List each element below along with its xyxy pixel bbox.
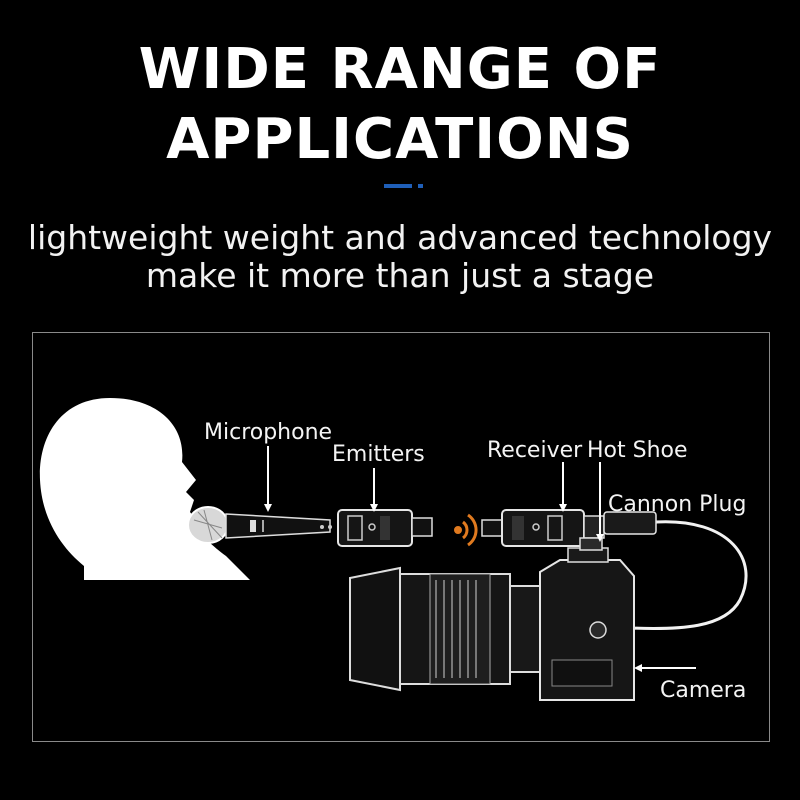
label-cannon-plug: Cannon Plug xyxy=(608,492,747,517)
emitter-icon xyxy=(320,509,433,547)
microphone-icon xyxy=(187,506,331,544)
camera-icon xyxy=(349,537,635,701)
label-camera: Camera xyxy=(660,678,747,703)
accent-dot xyxy=(418,184,423,188)
receiver-icon xyxy=(481,509,605,547)
label-emitters: Emitters xyxy=(332,442,425,467)
headline-line-1: WIDE RANGE OF xyxy=(138,37,662,102)
subheadline-line-1: lightweight weight and advanced technolo… xyxy=(27,218,773,257)
subheadline-line-2: make it more than just a stage xyxy=(145,256,655,295)
wireless-signal-icon xyxy=(454,513,478,547)
audio-cable xyxy=(629,520,748,631)
pointer-lines xyxy=(264,446,696,672)
diagram-panel xyxy=(32,332,770,742)
label-hot-shoe: Hot Shoe xyxy=(587,438,688,463)
cannon-plug-icon xyxy=(603,511,657,535)
headline-line-2: APPLICATIONS xyxy=(166,107,634,172)
label-microphone: Microphone xyxy=(204,420,333,445)
accent-bar xyxy=(384,184,412,188)
label-receiver: Receiver xyxy=(487,438,583,463)
